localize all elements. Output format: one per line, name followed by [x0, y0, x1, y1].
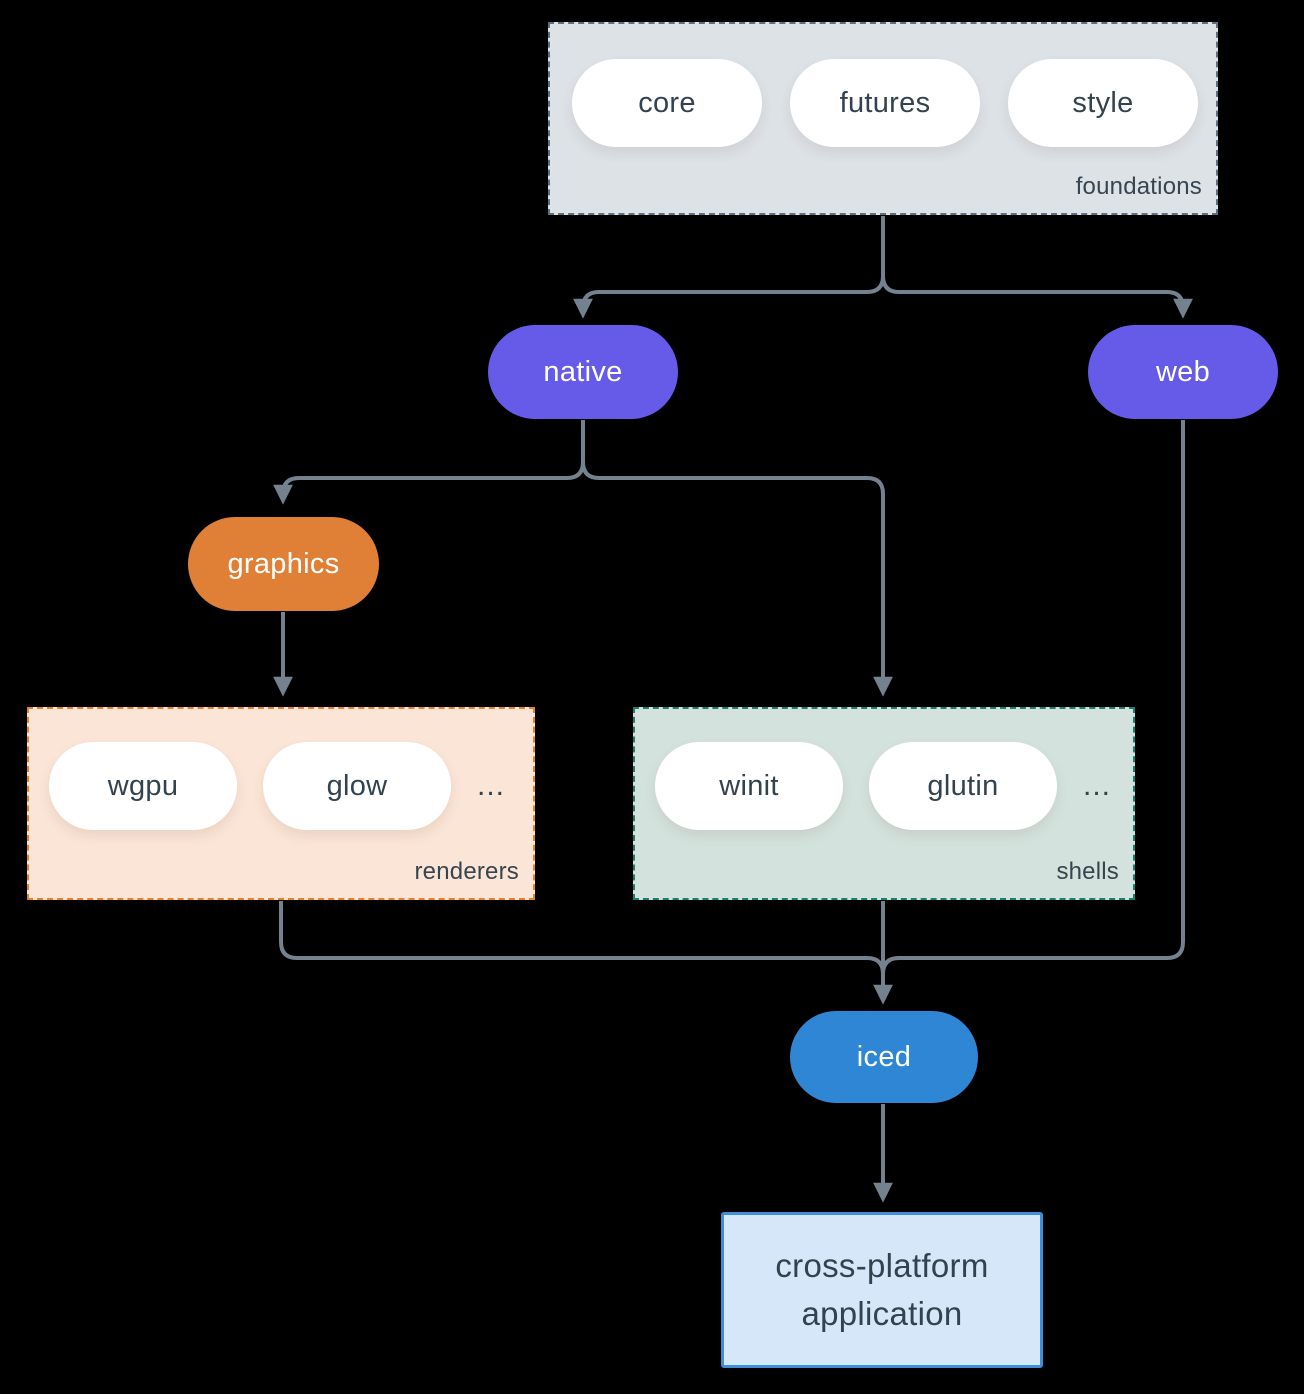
edge-renderers-merge: [279, 901, 885, 975]
node-iced: iced: [790, 1011, 978, 1103]
edge-native-graphics: [273, 420, 585, 505]
node-glutin: glutin: [869, 742, 1057, 830]
foundations-pill-row: core futures style: [572, 59, 1198, 147]
application-box: cross-platform application: [721, 1212, 1043, 1368]
renderers-label: renderers: [414, 858, 519, 885]
edge-foundations-native: [573, 216, 885, 319]
edge-foundations-web: [881, 275, 1193, 319]
shells-ellipsis: ...: [1083, 769, 1112, 802]
shells-label: shells: [1056, 858, 1119, 885]
node-wgpu: wgpu: [49, 742, 237, 830]
node-core: core: [572, 59, 762, 147]
shells-pill-row: winit glutin ...: [655, 742, 1111, 830]
node-style: style: [1008, 59, 1198, 147]
node-web: web: [1088, 325, 1278, 419]
application-label-line2: application: [801, 1295, 963, 1332]
node-graphics: graphics: [188, 517, 379, 611]
foundations-label: foundations: [1075, 173, 1202, 200]
edge-native-shells: [581, 461, 893, 697]
node-native: native: [488, 325, 678, 419]
shells-group: winit glutin ... shells: [633, 707, 1135, 900]
node-glow: glow: [263, 742, 451, 830]
renderers-group: wgpu glow ... renderers: [27, 707, 535, 900]
application-label-line1: cross-platform: [775, 1247, 989, 1284]
node-futures: futures: [790, 59, 980, 147]
node-winit: winit: [655, 742, 843, 830]
foundations-group: core futures style foundations: [548, 22, 1218, 215]
renderers-pill-row: wgpu glow ...: [49, 742, 505, 830]
renderers-ellipsis: ...: [477, 769, 506, 802]
